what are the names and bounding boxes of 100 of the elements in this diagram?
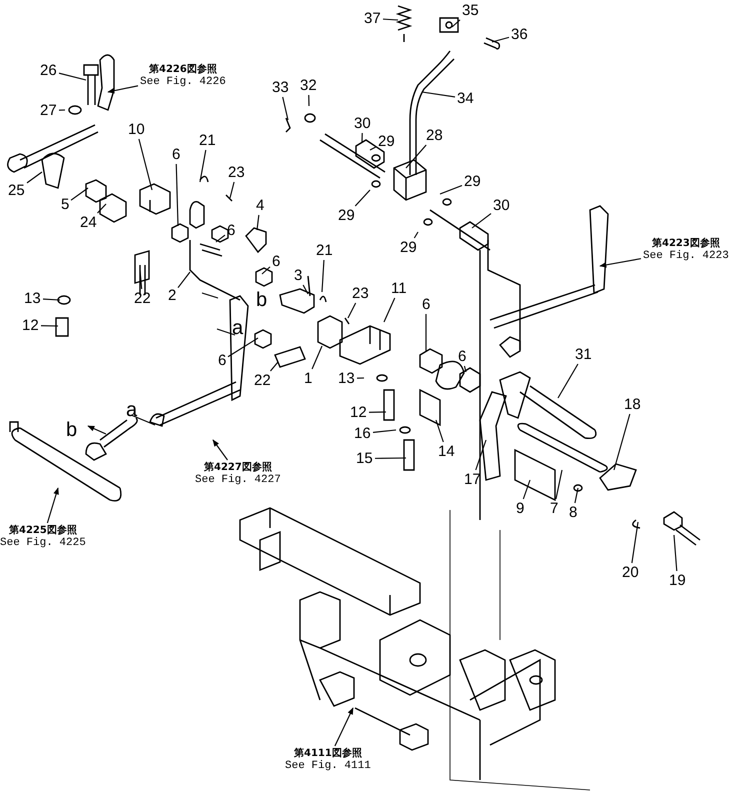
leader-line [138, 138, 153, 190]
leader-line [372, 429, 396, 433]
callout-number: 23 [228, 165, 245, 180]
leader-line [472, 213, 492, 228]
callout-number: 24 [80, 215, 97, 230]
callout-number: 22 [254, 373, 271, 388]
leader-line [228, 338, 258, 358]
leader-line [382, 18, 398, 21]
leader-line [414, 232, 418, 238]
leader-line [321, 260, 324, 292]
leader-line [312, 346, 322, 370]
callout-number: 1 [304, 371, 312, 386]
leader-line [558, 364, 578, 398]
connection-letter: a [126, 400, 138, 420]
callout-number: 27 [40, 103, 57, 118]
callout-number: 5 [61, 197, 70, 212]
reference-arrow [334, 707, 354, 746]
callout-number: 21 [199, 133, 216, 148]
leader-line [422, 91, 456, 98]
callout-number: 6 [272, 254, 280, 269]
callout-number: 30 [493, 198, 510, 213]
leader-line [555, 470, 563, 500]
connection-letter: a [232, 318, 244, 338]
leader-line [452, 19, 460, 28]
callout-number: 18 [624, 397, 641, 412]
leader-line [574, 488, 579, 504]
leader-line [370, 146, 376, 150]
callout-number: 2 [168, 288, 176, 303]
callout-number: 21 [316, 243, 333, 258]
reference-text: See Fig. 4111 [285, 760, 371, 773]
leader-line [354, 190, 370, 206]
callout-number: 4 [256, 198, 264, 213]
callout-number: 8 [569, 505, 578, 520]
reference-arrow [46, 487, 59, 524]
leader-line [613, 414, 630, 470]
callout-number: 17 [464, 472, 481, 487]
callout-number: 29 [338, 208, 355, 223]
callout-number: 32 [300, 78, 317, 93]
leader-line [42, 298, 60, 301]
leader-line [229, 182, 235, 198]
callout-number: 9 [516, 501, 524, 516]
callout-number: 26 [40, 63, 57, 78]
leader-line [440, 185, 462, 195]
callout-number: 29 [464, 174, 481, 189]
leader-line [425, 314, 427, 352]
callout-number: 6 [422, 297, 430, 312]
leader-line [464, 366, 467, 372]
leader-line [270, 362, 278, 372]
leader-line [41, 325, 58, 327]
callout-number: 25 [8, 183, 25, 198]
connection-letter: b [66, 420, 78, 440]
leader-line [58, 109, 66, 111]
leader-line [58, 72, 86, 81]
reference-text-japanese: 第4225図参照 [8, 525, 78, 537]
leader-line [216, 234, 226, 242]
callout-number: 14 [438, 444, 455, 459]
callout-number: 34 [457, 91, 474, 106]
leader-line [199, 150, 206, 182]
leader-line [435, 420, 444, 442]
callout-number: 15 [356, 451, 373, 466]
callout-number: 16 [354, 426, 371, 441]
reference-text: See Fig. 4227 [195, 474, 281, 487]
callout-number: 36 [511, 27, 528, 42]
leader-line [406, 144, 427, 168]
callout-number: 6 [218, 353, 226, 368]
leader-line [673, 534, 678, 572]
leader-line [384, 298, 396, 322]
callout-number: 35 [462, 3, 479, 18]
leader-line [475, 440, 487, 470]
callout-number: 6 [458, 349, 466, 364]
leader-line [302, 284, 308, 294]
leader-line [178, 272, 190, 288]
leader-line [139, 270, 142, 290]
callout-number: 13 [24, 291, 41, 306]
leader-line [70, 188, 88, 201]
reference-text-japanese: 第4111図参照 [292, 748, 363, 760]
leader-line [361, 132, 363, 142]
leader-line [631, 522, 639, 564]
connection-letter: b [256, 290, 268, 310]
leader-line [492, 36, 510, 43]
callout-number: 29 [378, 134, 395, 149]
leader-line [256, 214, 260, 230]
callout-number: 12 [22, 318, 39, 333]
callout-number: 10 [128, 122, 145, 137]
callout-number: 13 [338, 371, 355, 386]
reference-text: See Fig. 4223 [643, 250, 729, 263]
callout-number: 29 [400, 240, 417, 255]
leader-line [369, 411, 386, 413]
callout-number: 33 [272, 80, 289, 95]
leader-line [375, 457, 406, 459]
leader-line [282, 96, 289, 120]
leader-line [348, 302, 356, 318]
callout-number: 23 [352, 286, 369, 301]
callout-number: 19 [669, 573, 686, 588]
callout-number: 30 [354, 116, 371, 131]
callout-number: 7 [550, 501, 558, 516]
leader-line [522, 480, 531, 500]
reference-arrow [212, 439, 228, 460]
reference-text-japanese: 第4223図参照 [650, 238, 721, 250]
callout-number: 11 [391, 281, 407, 296]
